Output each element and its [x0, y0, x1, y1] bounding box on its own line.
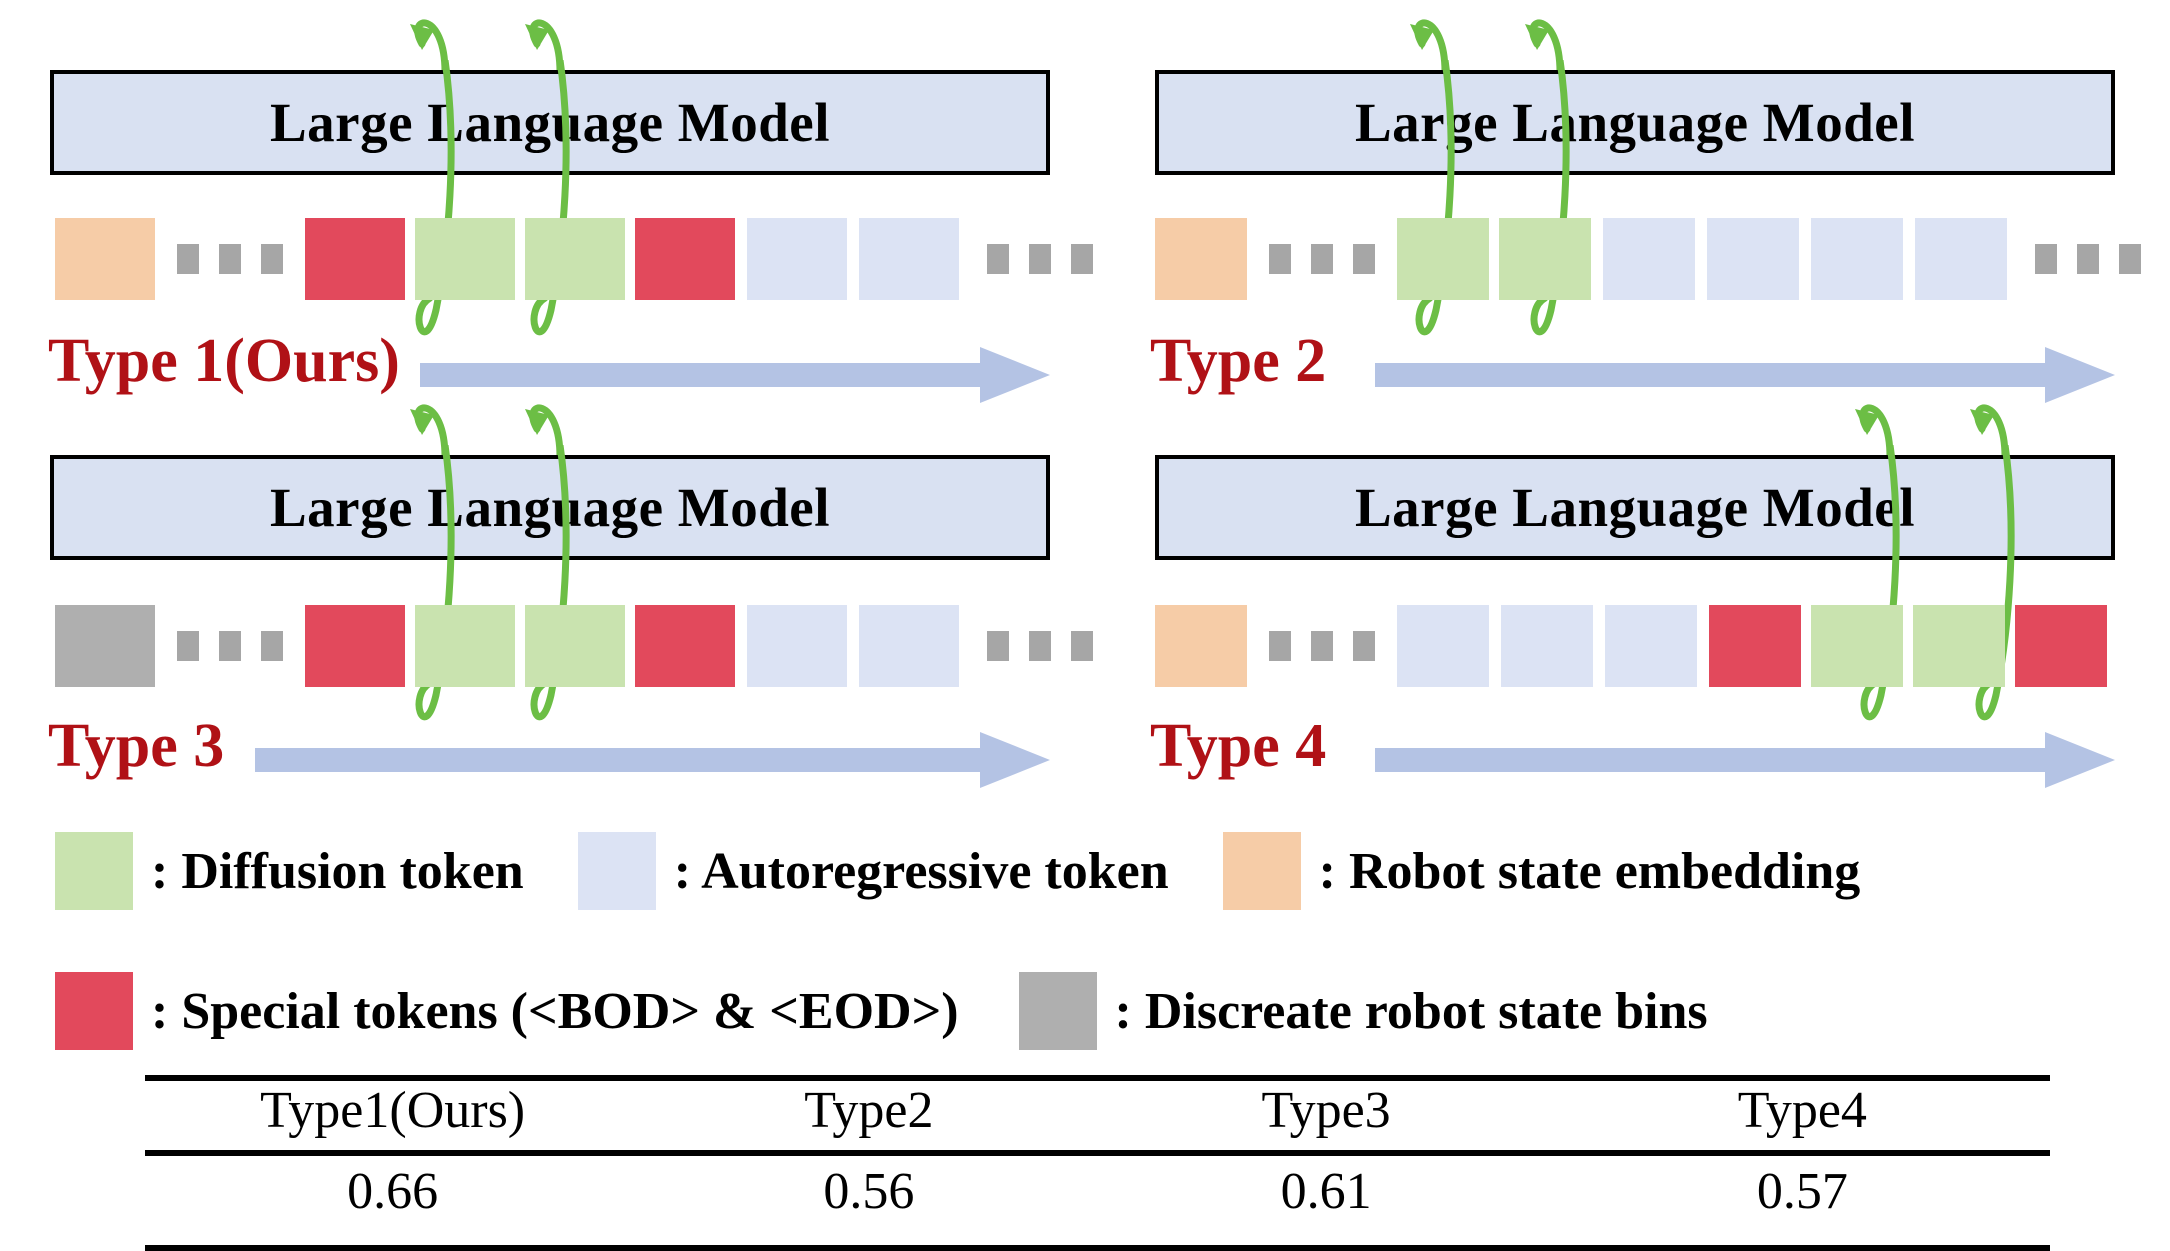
token-eod[interactable]: [635, 605, 735, 687]
discrete-state-bin-swatch: [1018, 972, 1097, 1050]
diffusion-token-swatch: [55, 832, 133, 910]
robot-state-embedding-swatch: [1222, 832, 1301, 910]
llm-box-type1: Large Language Model: [50, 70, 1050, 175]
token-robot-state[interactable]: [1155, 218, 1247, 300]
llm-box-type4: Large Language Model: [1155, 455, 2115, 560]
table-cell-value: 0.56: [823, 1163, 915, 1220]
flow-arrow-type3: [255, 732, 1050, 788]
results-table-wrapper: Type1(Ours) Type2 Type3 Type4 0.66 0.56 …: [145, 1075, 2050, 1251]
llm-box-label: Large Language Model: [1355, 92, 1915, 153]
table-rule-bot-row: [145, 1231, 2050, 1251]
type-label-type1: Type 1(Ours): [48, 327, 400, 395]
token-diffusion[interactable]: [525, 605, 625, 687]
ellipsis-dots: [177, 244, 283, 274]
token-row-type3: [55, 605, 1093, 687]
token-row-type4: [1155, 605, 2107, 687]
llm-box-type2: Large Language Model: [1155, 70, 2115, 175]
token-eod[interactable]: [2015, 605, 2107, 687]
token-diffusion[interactable]: [1913, 605, 2005, 687]
llm-box-label: Large Language Model: [270, 92, 830, 153]
token-discrete-state-bin[interactable]: [55, 605, 155, 687]
legend-item-diffusion-token: : Diffusion token: [55, 832, 524, 910]
ellipsis-dots: [987, 244, 1093, 274]
token-autoregressive[interactable]: [859, 605, 959, 687]
llm-box-label: Large Language Model: [270, 477, 830, 538]
token-diffusion[interactable]: [415, 605, 515, 687]
table-rule-mid: [145, 1150, 2050, 1156]
ellipsis-dots: [987, 631, 1093, 661]
special-token-swatch: [55, 972, 133, 1050]
token-autoregressive[interactable]: [859, 218, 959, 300]
token-robot-state[interactable]: [1155, 605, 1247, 687]
table-rule-bottom: [145, 1231, 2050, 1251]
llm-box-type3: Large Language Model: [50, 455, 1050, 560]
token-autoregressive[interactable]: [1603, 218, 1695, 300]
token-diffusion[interactable]: [415, 218, 515, 300]
table-cell-value: 0.57: [1756, 1163, 1848, 1220]
flow-arrow-type1: [420, 347, 1050, 403]
table-header-cell: Type4: [1737, 1082, 1867, 1139]
table-header-cell: Type2: [804, 1082, 934, 1139]
table-header-row: Type1(Ours) Type2 Type3 Type4: [145, 1075, 2050, 1150]
legend-label: : Special tokens (<BOD> & <EOD>): [151, 982, 959, 1040]
table-header-cell: Type1(Ours): [260, 1082, 526, 1139]
token-autoregressive[interactable]: [1397, 605, 1489, 687]
table-rule-mid-row: [145, 1150, 2050, 1156]
ellipsis-dots: [2035, 244, 2141, 274]
ellipsis-dots: [1269, 631, 1375, 661]
ellipsis-dots: [177, 631, 283, 661]
token-diffusion[interactable]: [1499, 218, 1591, 300]
token-bod[interactable]: [1709, 605, 1801, 687]
token-eod[interactable]: [635, 218, 735, 300]
results-table: Type1(Ours) Type2 Type3 Type4 0.66 0.56 …: [145, 1075, 2050, 1251]
flow-arrow-type4: [1375, 732, 2115, 788]
token-diffusion[interactable]: [1811, 605, 1903, 687]
token-autoregressive[interactable]: [1605, 605, 1697, 687]
legend-item-autoregressive-token: : Autoregressive token: [577, 832, 1169, 910]
legend-row-2: : Special tokens (<BOD> & <EOD>) : Discr…: [55, 972, 1708, 1050]
token-robot-state[interactable]: [55, 218, 155, 300]
legend-item-discrete-robot-state-bins: : Discreate robot state bins: [1018, 972, 1708, 1050]
legend-label: : Autoregressive token: [673, 842, 1169, 900]
table-header-cell: Type3: [1261, 1082, 1391, 1139]
token-autoregressive[interactable]: [747, 605, 847, 687]
legend-row-1: : Diffusion token : Autoregressive token…: [55, 832, 1860, 910]
token-autoregressive[interactable]: [1915, 218, 2007, 300]
table-cell-value: 0.66: [347, 1163, 439, 1220]
legend-label: : Discreate robot state bins: [1114, 982, 1708, 1040]
legend-label: : Diffusion token: [151, 842, 524, 900]
llm-box-label: Large Language Model: [1355, 477, 1915, 538]
type-label-type3: Type 3: [48, 712, 225, 780]
flow-arrow-type2: [1375, 347, 2115, 403]
ellipsis-dots: [1269, 244, 1375, 274]
table-rule-top: [145, 1075, 2050, 1081]
token-row-type2: [1155, 218, 2141, 300]
token-autoregressive[interactable]: [1501, 605, 1593, 687]
legend-item-robot-state-embedding: : Robot state embedding: [1222, 832, 1861, 910]
token-autoregressive[interactable]: [747, 218, 847, 300]
token-autoregressive[interactable]: [1811, 218, 1903, 300]
token-diffusion[interactable]: [1397, 218, 1489, 300]
token-bod[interactable]: [305, 605, 405, 687]
token-autoregressive[interactable]: [1707, 218, 1799, 300]
type-label-type2: Type 2: [1150, 327, 1327, 395]
table-cell-value: 0.61: [1280, 1163, 1372, 1220]
token-bod[interactable]: [305, 218, 405, 300]
token-diffusion[interactable]: [525, 218, 625, 300]
table-row: 0.66 0.56 0.61 0.57: [145, 1156, 2050, 1231]
token-row-type1: [55, 218, 1093, 300]
legend-item-special-tokens: : Special tokens (<BOD> & <EOD>): [55, 972, 959, 1050]
autoregressive-token-swatch: [577, 832, 656, 910]
type-label-type4: Type 4: [1150, 712, 1327, 780]
legend-label: : Robot state embedding: [1318, 842, 1861, 900]
